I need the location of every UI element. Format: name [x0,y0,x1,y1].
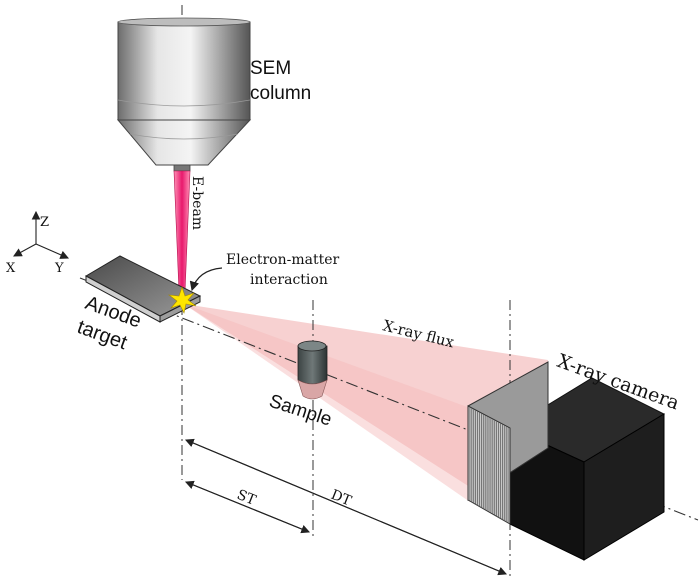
st-dimension-line-rev [184,480,310,533]
y-axis-label: Y [54,261,64,276]
x-axis-label: X [6,261,16,276]
sem-column [116,17,252,172]
st-label: ST [235,487,259,509]
coordinate-axes [13,210,70,259]
xray-flux-cone [184,304,548,532]
interaction-label-line2: interaction [250,272,328,288]
dt-dimension-line-rev [184,438,507,575]
interaction-spark-icon [167,286,197,314]
sample [297,340,328,400]
detector-stripes [469,407,509,523]
dt-label: DT [329,487,355,510]
interaction-label-line1: Electron-matter [226,252,339,268]
e-beam-label: E-beam [189,176,205,230]
e-beam [173,170,191,293]
xray-flux-cone-inner [184,304,470,502]
interaction-arrow [189,267,223,292]
detector-face [467,361,549,525]
z-axis-label: Z [40,215,49,230]
sem-column-label-line1: SEM [250,58,291,79]
sem-column-label-line2: column [250,83,311,104]
